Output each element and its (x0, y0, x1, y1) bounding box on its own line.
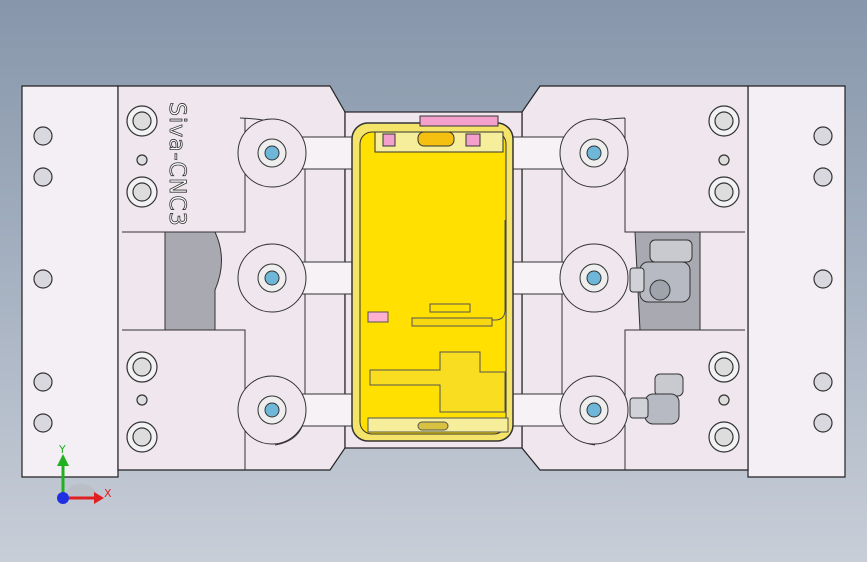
coordinate-triad: Y X (57, 443, 112, 504)
pneumatic-fitting-upper (629, 239, 693, 303)
pneumatic-fitting-lower (629, 373, 684, 425)
rail-holes (33, 126, 833, 433)
left-pocket (164, 231, 222, 331)
y-axis-label: Y (58, 443, 66, 456)
clamp-pads (237, 118, 629, 445)
phone-part (351, 115, 514, 442)
counterbore-holes (126, 105, 740, 453)
x-axis-label: X (104, 487, 112, 500)
engraving-text: Siva-CNC3 (164, 102, 189, 227)
clamp-arms (299, 136, 568, 427)
